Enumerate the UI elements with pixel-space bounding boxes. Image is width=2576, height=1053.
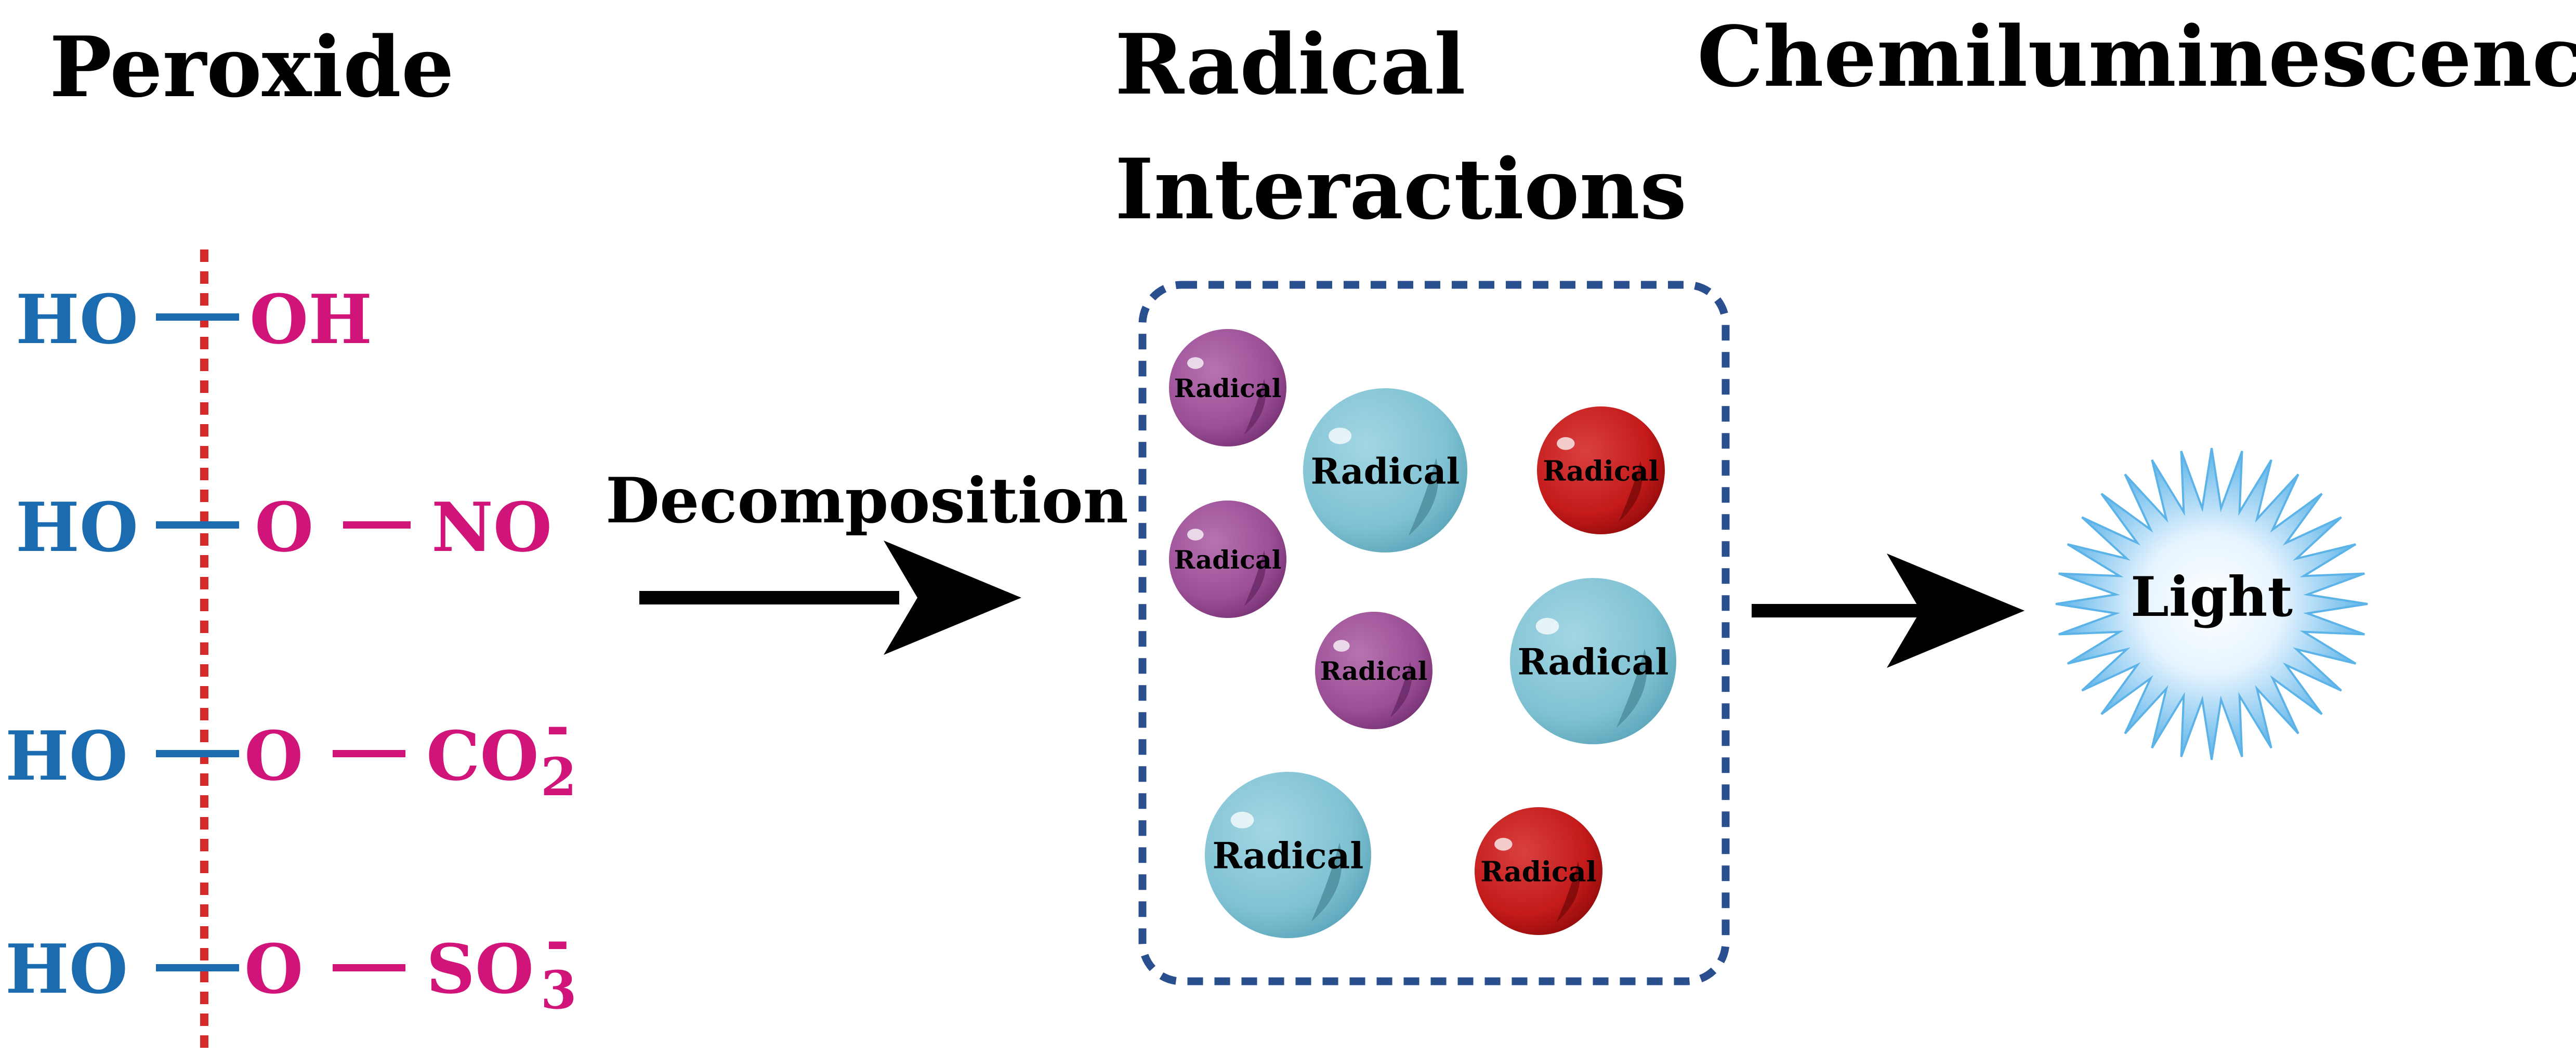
radical-sphere: Radical [1510,578,1676,744]
light-label: Light [2131,564,2293,629]
peroxide-3-oxygen: O [244,716,303,796]
heading-interactions: Interactions [1115,140,1687,238]
radical-sphere: Radical [1537,406,1665,534]
highlight-shape [1230,811,1254,828]
radical-sphere: Radical [1169,501,1286,618]
peroxide-row-4: HO O SO 3 - [5,907,577,1021]
radical-sphere: Radical [1169,329,1286,446]
arrow-head-icon [884,541,1021,655]
highlight-shape [1328,427,1352,444]
heading-chemiluminescence: Chemiluminescence [1697,8,2576,106]
highlight-shape [1535,617,1559,635]
peroxide-row-3: HO O CO 2 - [5,692,577,808]
peroxide-3-subscript: 2 [541,746,577,808]
highlight-shape [1187,357,1204,369]
peroxide-1-right: OH [249,280,372,359]
radical-sphere: Radical [1205,772,1371,938]
peroxide-row-1: HO OH [16,280,372,359]
peroxide-4-oxygen: O [244,929,303,1009]
shadow-shape [1311,843,1342,922]
radical-sphere: Radical [1315,612,1432,729]
shadow-shape [1390,662,1412,718]
radical-label: Radical [1517,641,1668,683]
peroxide-4-charge: - [546,907,570,974]
peroxide-4-subscript: 3 [541,959,577,1021]
highlight-shape [1557,437,1575,450]
peroxide-2-left: HO [16,488,138,567]
peroxide-row-2: HO O NO [16,488,552,567]
radical-label: Radical [1174,373,1282,403]
radical-label: Radical [1212,835,1363,877]
peroxide-3-group: CO [426,716,539,796]
highlight-shape [1494,838,1513,851]
highlight-shape [1187,529,1204,541]
decomposition-label: Decomposition [606,464,1128,537]
peroxide-4-left: HO [5,929,128,1009]
shadow-shape [1408,458,1439,536]
radical-label: Radical [1320,656,1428,686]
highlight-shape [1333,640,1350,652]
arrow-head-icon [1887,554,2025,668]
radical-sphere: Radical [1475,807,1602,935]
peroxide-4-group: SO [426,929,534,1009]
shadow-shape [1244,379,1266,435]
starburst-icon [2055,447,2368,760]
radical-label: Radical [1174,545,1282,575]
shadow-shape [1619,460,1642,522]
heading-radical: Radical [1115,16,1466,113]
radical-box [1138,281,1730,985]
radical-label: Radical [1480,856,1597,888]
radical-sphere: Radical [1303,388,1467,552]
decomposition-arrow [639,541,1021,655]
peroxide-2-group: NO [431,488,552,567]
peroxide-3-left: HO [5,716,128,796]
peroxide-3-charge: - [546,692,570,759]
peroxide-2-oxygen: O [255,488,313,567]
light-starburst: Light [2055,447,2368,760]
shadow-shape [1616,649,1647,728]
shadow-shape [1244,550,1266,607]
shadow-shape [1556,861,1580,923]
heading-peroxide: Peroxide [49,18,454,116]
radical-label: Radical [1311,451,1460,492]
peroxide-1-left: HO [16,280,138,359]
chemiluminescence-arrow [1752,554,2025,668]
radical-label: Radical [1543,455,1659,488]
